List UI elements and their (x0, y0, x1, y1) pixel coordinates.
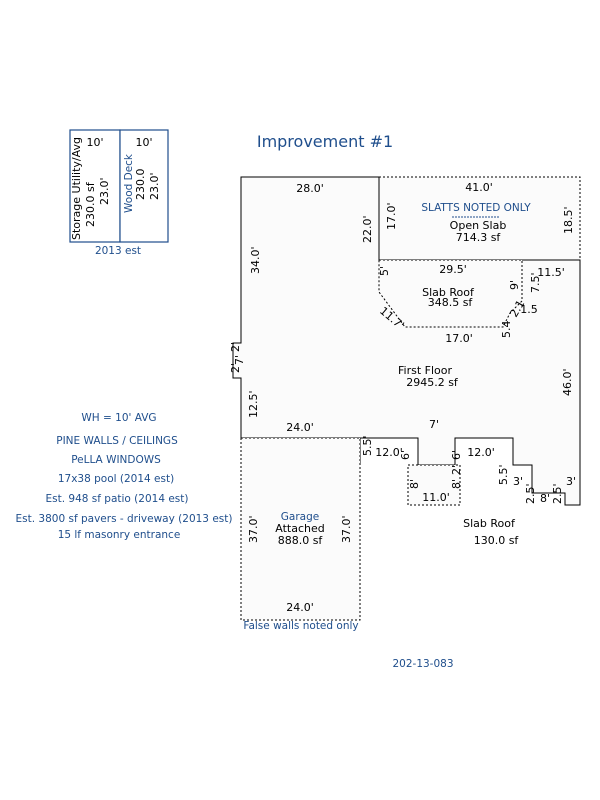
garage-area: 888.0 sf (278, 534, 324, 547)
note-2: PeLLA WINDOWS (71, 454, 161, 466)
ff-entry-right-dim: 6' (450, 450, 463, 460)
garage-bottom-dim: 24.0' (286, 601, 314, 614)
slab-roof-lower-name: Slab Roof (463, 517, 516, 530)
ff-step-down-dim: 5.5' (361, 435, 374, 456)
ff-right-75-dim: 7.5' (529, 272, 542, 293)
slab-roof-upper-top-dim: 29.5' (439, 263, 467, 276)
storage-area-label: 230.0 sf (84, 181, 97, 227)
ff-entry-top-dim: 7' (429, 418, 439, 431)
storage-width-label: 10' (86, 136, 103, 149)
ff-entry-left-dim: 6' (399, 450, 412, 460)
ff-inner-vert-dim: 22.0' (361, 215, 374, 243)
ff-s25b-dim: 2.5' (551, 483, 564, 504)
wood-deck-box (119, 129, 169, 243)
note-5: Est. 3800 sf pavers - driveway (2013 est… (16, 513, 233, 525)
slab-roof-lower-outline (407, 464, 461, 506)
slab-roof-upper-left-dim: 5' (378, 266, 391, 276)
note-3: 17x38 pool (2014 est) (58, 473, 174, 485)
storage-length-label: 23.0' (98, 177, 111, 205)
deck-width-label: 10' (135, 136, 152, 149)
ff-top-dim: 28.0' (296, 182, 324, 195)
slab-roof-lower-t-dim: 2' (450, 465, 463, 475)
parcel-id: 202-13-083 (392, 658, 453, 670)
storage-utility-box (69, 129, 121, 243)
ff-right-dim: 46.0' (561, 368, 574, 396)
ff-bump-1-dim: 2' (229, 342, 242, 352)
slab-roof-upper-bottom-dim: 17.0' (445, 332, 473, 345)
first-floor-outline (232, 176, 581, 506)
slab-roof-upper-r9-dim: 9' (508, 280, 521, 290)
ff-mid-left-dim: 24.0' (286, 421, 314, 434)
garage-left-dim: 37.0' (247, 515, 260, 543)
slab-roof-lower-l-dim: 8' (408, 479, 421, 489)
open-slab-right-dim: 18.5' (562, 206, 575, 234)
deck-length-label: 23.0' (148, 172, 161, 200)
slab-roof-upper-name: Slab Roof (422, 286, 475, 299)
ff-right-top-dim: 11.5' (537, 266, 565, 279)
deck-area-label: 230.0 (134, 169, 147, 201)
deck-name-label: Wood Deck (123, 153, 135, 213)
garage-note: False walls noted only (243, 620, 358, 632)
small-boxes-caption: 2013 est (95, 245, 141, 257)
note-0: WH = 10' AVG (81, 412, 156, 424)
slab-roof-upper-area: 348.5 sf (428, 296, 474, 309)
ff-area: 2945.2 sf (406, 376, 459, 389)
ff-left-upper-dim: 34.0' (249, 246, 262, 274)
note-1: PINE WALLS / CEILINGS (56, 435, 178, 447)
ff-left-lower-dim: 12.5' (247, 390, 260, 418)
garage-outline (240, 437, 361, 621)
ff-bump-2-dim: 7' (233, 355, 246, 365)
open-slab-area: 714.3 sf (456, 231, 502, 244)
slab-roof-lower-r-dim: 8' (450, 479, 463, 489)
open-slab-note: SLATTS NOTED ONLY (421, 202, 531, 214)
ff-s3a-dim: 3' (513, 475, 523, 488)
ff-s3b-dim: 3' (566, 475, 576, 488)
slab-roof-upper-outline (378, 259, 523, 328)
open-slab-left-dim: 17.0' (385, 202, 398, 230)
ff-s25a-dim: 2.5' (524, 483, 537, 504)
note-4: Est. 948 sf patio (2014 est) (46, 493, 189, 505)
garage-right-dim: 37.0' (340, 515, 353, 543)
open-slab-name: Open Slab (450, 219, 507, 232)
ff-right-step-dim: 5.5' (497, 464, 510, 485)
page-title: Improvement #1 (257, 132, 393, 151)
garage-line1: Garage (281, 511, 319, 523)
slab-roof-upper-r54-dim: 5.4 (500, 321, 513, 339)
open-slab-top-dim: 41.0' (465, 181, 493, 194)
storage-name-label: Storage Utility/Avg (70, 137, 83, 240)
slab-roof-upper-r15-dim: 1.5 (520, 303, 538, 316)
ff-from-entry-dim: 12.0' (467, 446, 495, 459)
note-6: 15 lf masonry entrance (58, 529, 181, 541)
slab-roof-lower-area: 130.0 sf (474, 534, 520, 547)
ff-bump-3-dim: 2' (229, 363, 242, 373)
ff-s8-dim: 8' (540, 492, 550, 505)
garage-line2: Attached (275, 522, 324, 535)
slab-roof-lower-w-dim: 11.0' (422, 491, 450, 504)
ff-to-entry-dim: 12.0' (375, 446, 403, 459)
ff-name: First Floor (398, 364, 452, 377)
